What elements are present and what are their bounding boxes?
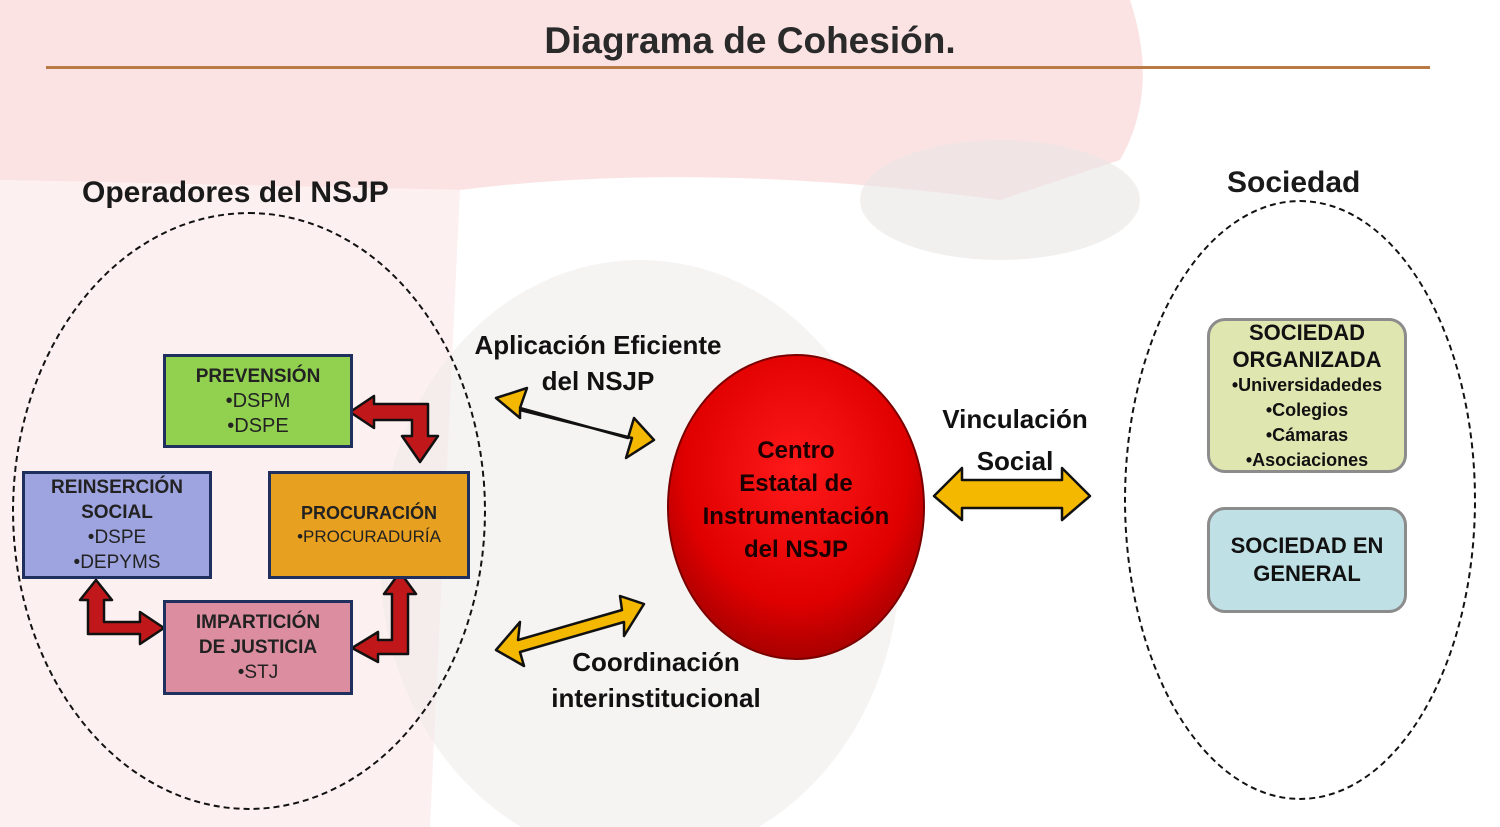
aplicacion-line: del NSJP (541, 366, 655, 396)
procuracion-item: •PROCURADURÍA (297, 527, 441, 546)
procuracion-title: PROCURACIÓN (300, 503, 437, 523)
aplicacion-label: Aplicación Eficiente del NSJP (450, 327, 746, 399)
prevencion-item: •DSPE (227, 414, 289, 437)
general-title: GENERAL (1253, 561, 1361, 586)
imparticion-title: DE JUSTICIA (198, 637, 318, 658)
aplicacion-arrow (494, 386, 656, 460)
vinculacion-arrow (932, 466, 1092, 522)
organizada-title: SOCIEDAD (1248, 319, 1366, 345)
vinculacion-line: Social (976, 446, 1054, 476)
organizada-item: •Asociaciones (1245, 449, 1369, 470)
sociedad-organizada-box: SOCIEDAD ORGANIZADA •Universidadedes •Co… (1207, 318, 1407, 473)
reinsercion-title: SOCIAL (81, 502, 153, 523)
imparticion-box: IMPARTICIÓN DE JUSTICIA •STJ (163, 600, 353, 695)
reinsercion-item: •DSPE (87, 527, 147, 548)
imparticion-title: IMPARTICIÓN (195, 612, 321, 633)
organizada-title: ORGANIZADA (1232, 346, 1382, 372)
organizada-item: •Colegios (1265, 399, 1349, 420)
center-line: Instrumentación (702, 503, 890, 530)
coordinacion-line: interinstitucional (551, 683, 761, 713)
reinsercion-title: REINSERCIÓN (51, 477, 183, 498)
vinculacion-line: Vinculación (942, 404, 1088, 434)
organizada-item: •Universidadedes (1231, 374, 1383, 395)
organizada-item: •Cámaras (1265, 424, 1349, 445)
sociedad-general-box: SOCIEDAD EN GENERAL (1207, 507, 1407, 613)
center-label: Centro Estatal de Instrumentación del NS… (668, 434, 924, 566)
operadores-heading: Operadores del NSJP (82, 176, 389, 209)
prevencion-item: •DSPM (225, 389, 291, 412)
coordinacion-label: Coordinación interinstitucional (520, 644, 792, 716)
coordinacion-arrow (494, 594, 646, 668)
aplicacion-line: Aplicación Eficiente (474, 330, 722, 360)
title-underline (46, 66, 1430, 69)
sociedad-ellipse (1124, 200, 1476, 800)
imparticion-item: •STJ (237, 662, 279, 683)
sociedad-heading: Sociedad (1227, 166, 1361, 199)
page-title: Diagrama de Cohesión. (544, 20, 956, 61)
prevencion-title: PREVENSIÓN (195, 365, 321, 387)
reinsercion-box: REINSERCIÓN SOCIAL •DSPE •DEPYMS (22, 471, 212, 579)
general-title: SOCIEDAD EN (1230, 533, 1384, 558)
center-line: del NSJP (743, 536, 849, 563)
center-line: Centro (757, 437, 835, 464)
prevencion-procuracion-arrow (348, 394, 440, 464)
coordinacion-line: Coordinación (572, 647, 740, 677)
vinculacion-label: Vinculación Social (920, 398, 1110, 482)
center-line: Estatal de (739, 470, 853, 497)
reinsercion-item: •DEPYMS (73, 552, 161, 573)
prevencion-box: PREVENSIÓN •DSPM •DSPE (163, 354, 353, 448)
operadores-ellipse (12, 212, 486, 810)
procuracion-box: PROCURACIÓN •PROCURADURÍA (268, 471, 470, 579)
